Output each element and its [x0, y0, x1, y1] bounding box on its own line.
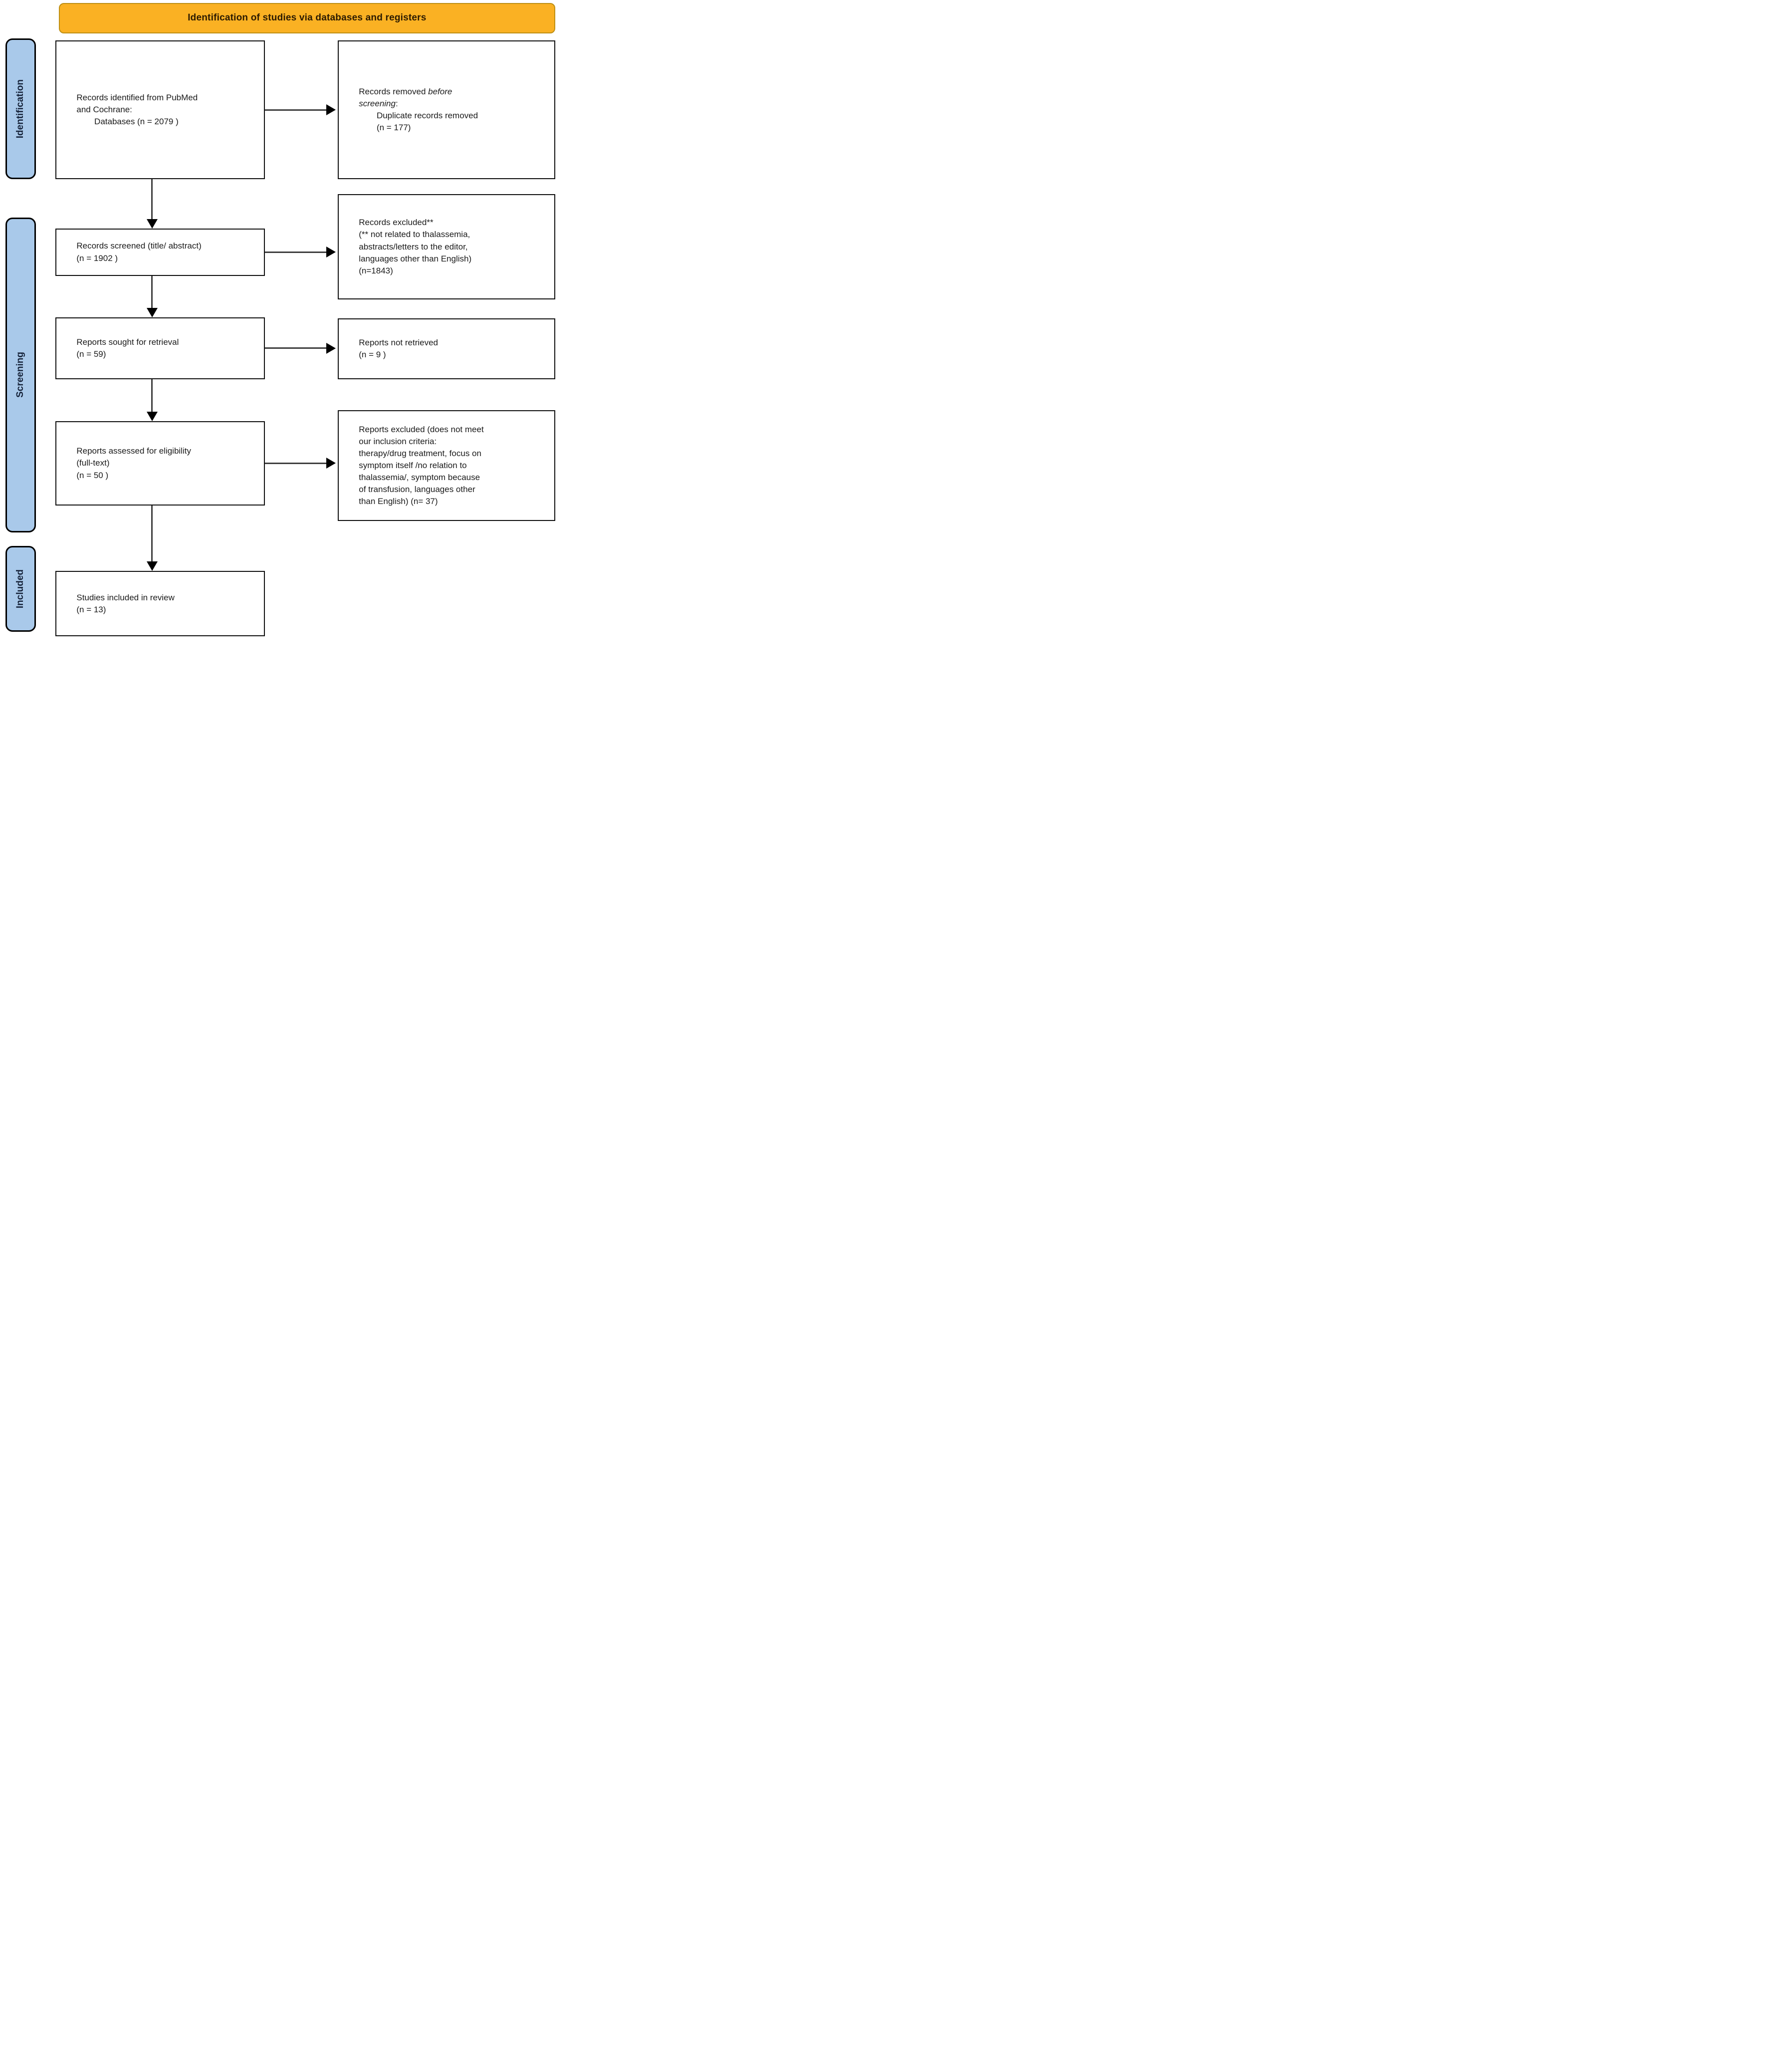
- box-reports-assessed: Reports assessed for eligibility (full-t…: [55, 421, 265, 506]
- arrowhead-down-icon: [146, 412, 158, 422]
- box-records-removed: Records removed before screening: Duplic…: [337, 40, 555, 180]
- before-screening-italic: before screening: [359, 87, 452, 109]
- reports-assessed-text: Reports assessed for eligibility (full-t…: [76, 446, 191, 480]
- box-reports-excluded: Reports excluded (does not meet our incl…: [337, 410, 555, 521]
- box-reports-not-retrieved: Reports not retrieved (n = 9 ): [337, 318, 555, 379]
- arrowhead-down-icon: [146, 561, 158, 571]
- reports-not-retrieved-text: Reports not retrieved (n = 9 ): [359, 337, 438, 359]
- stage-bar-included: Included: [5, 545, 36, 632]
- diagram-header-banner: Identification of studies via databases …: [58, 2, 555, 33]
- stage-label-screening: Screening: [15, 352, 26, 398]
- stage-label-included: Included: [15, 569, 26, 608]
- duplicate-records-text: Duplicate records removed (n = 177): [376, 111, 478, 133]
- arrowhead-down-icon: [146, 219, 158, 229]
- box-records-excluded: Records excluded** (** not related to th…: [337, 194, 555, 300]
- arrowhead-right-icon: [326, 104, 336, 116]
- prisma-flow-diagram: Identification of studies via databases …: [0, 0, 560, 639]
- arrowhead-down-icon: [146, 308, 158, 318]
- records-excluded-text: Records excluded** (** not related to th…: [359, 218, 472, 275]
- stage-bar-identification: Identification: [5, 38, 36, 180]
- diagram-title: Identification of studies via databases …: [188, 12, 427, 23]
- box-records-identified: Records identified from PubMed and Cochr…: [55, 40, 265, 180]
- studies-included-text: Studies included in review (n = 13): [76, 592, 175, 614]
- box-reports-sought: Reports sought for retrieval (n = 59): [55, 317, 265, 379]
- records-removed-text: Records removed before screening:: [359, 87, 452, 109]
- arrowhead-right-icon: [326, 342, 336, 354]
- records-screened-text: Records screened (title/ abstract) (n = …: [76, 241, 202, 263]
- box-studies-included: Studies included in review (n = 13): [55, 571, 265, 637]
- arrowhead-right-icon: [326, 458, 336, 469]
- box-records-screened: Records screened (title/ abstract) (n = …: [55, 228, 265, 276]
- stage-label-identification: Identification: [15, 79, 26, 139]
- reports-excluded-text: Reports excluded (does not meet our incl…: [359, 424, 484, 507]
- stage-bar-screening: Screening: [5, 217, 36, 533]
- records-identified-databases: Databases (n = 2079 ): [94, 117, 179, 127]
- reports-sought-text: Reports sought for retrieval (n = 59): [76, 337, 179, 359]
- records-identified-text: Records identified from PubMed and Cochr…: [76, 93, 198, 115]
- arrowhead-right-icon: [326, 247, 336, 258]
